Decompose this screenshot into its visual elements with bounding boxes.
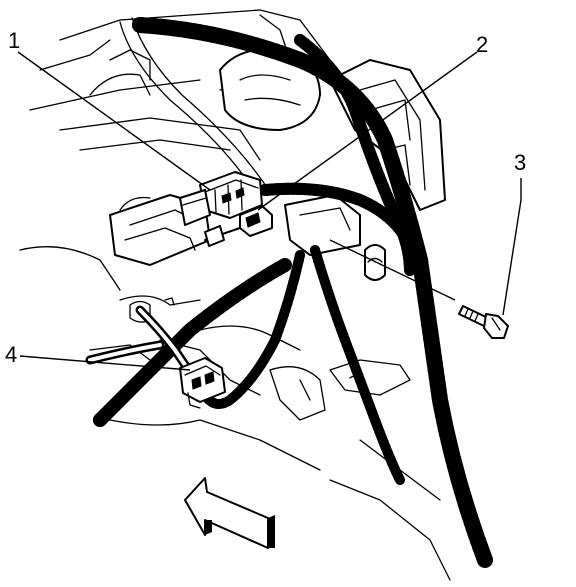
connector-1 xyxy=(179,171,263,226)
connector-2 xyxy=(204,205,273,247)
forward-direction-arrow-icon xyxy=(184,477,275,549)
connector-4 xyxy=(179,357,226,409)
callout-4-label: 4 xyxy=(5,342,17,367)
callout-1-label: 1 xyxy=(8,28,20,53)
harness-looms xyxy=(85,17,493,568)
callout-3-label: 3 xyxy=(514,150,526,175)
bolt-3 xyxy=(364,244,509,339)
callout-2-label: 2 xyxy=(476,32,488,57)
callout-leaders xyxy=(17,51,522,371)
